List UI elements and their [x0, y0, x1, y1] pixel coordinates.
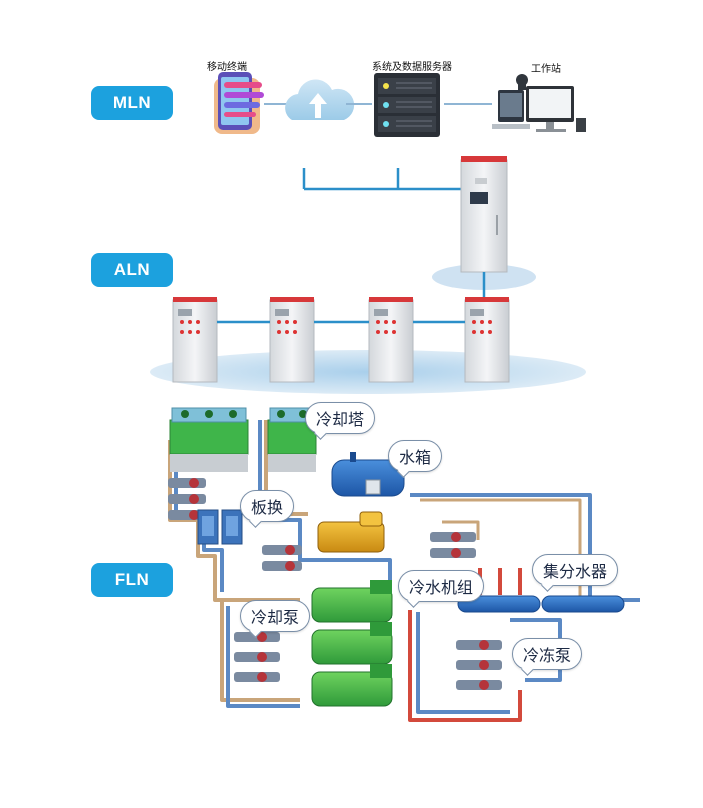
cooling-tower-pumps — [168, 478, 206, 520]
plate-exchanger — [197, 509, 243, 545]
workstation-icon — [492, 74, 586, 132]
server-label: 系统及数据服务器 — [372, 62, 452, 73]
manifold-callout: 集分水器 — [532, 554, 619, 586]
heat-recovery-unit — [317, 511, 385, 553]
aln-cabinet-3 — [368, 297, 414, 383]
mobile-terminal-label: 移动终端 — [207, 62, 247, 73]
workstation-label: 工作站 — [531, 64, 561, 75]
mobile-terminal-icon — [214, 72, 264, 134]
fln-badge: FLN — [91, 563, 173, 597]
aln-badge: ALN — [91, 253, 173, 287]
cooling-pumps — [234, 632, 280, 682]
network-bus — [302, 168, 463, 191]
mid-pumps — [262, 545, 302, 571]
aln-cabinet-2 — [269, 297, 315, 383]
chillers — [311, 580, 393, 707]
water-tank-callout: 水箱 — [388, 440, 443, 472]
cooling-towers — [169, 407, 317, 472]
server-icon — [374, 73, 440, 137]
chilled-pump-callout: 冷冻泵 — [512, 638, 583, 670]
water-tank — [331, 452, 405, 497]
master-control-cabinet — [432, 156, 536, 290]
right-pumps — [430, 532, 476, 558]
chiller-callout: 冷水机组 — [398, 570, 485, 602]
plate-exchanger-callout: 板换 — [240, 490, 295, 522]
cloud-icon — [285, 79, 355, 120]
aln-cabinet-1 — [172, 297, 218, 383]
water-manifold — [457, 595, 625, 613]
cooling-tower-callout: 冷却塔 — [305, 402, 376, 434]
mln-badge: MLN — [91, 86, 173, 120]
cooling-pump-callout: 冷却泵 — [240, 600, 311, 632]
aln-cabinet-4 — [464, 297, 510, 383]
chilled-water-pumps — [456, 640, 502, 690]
